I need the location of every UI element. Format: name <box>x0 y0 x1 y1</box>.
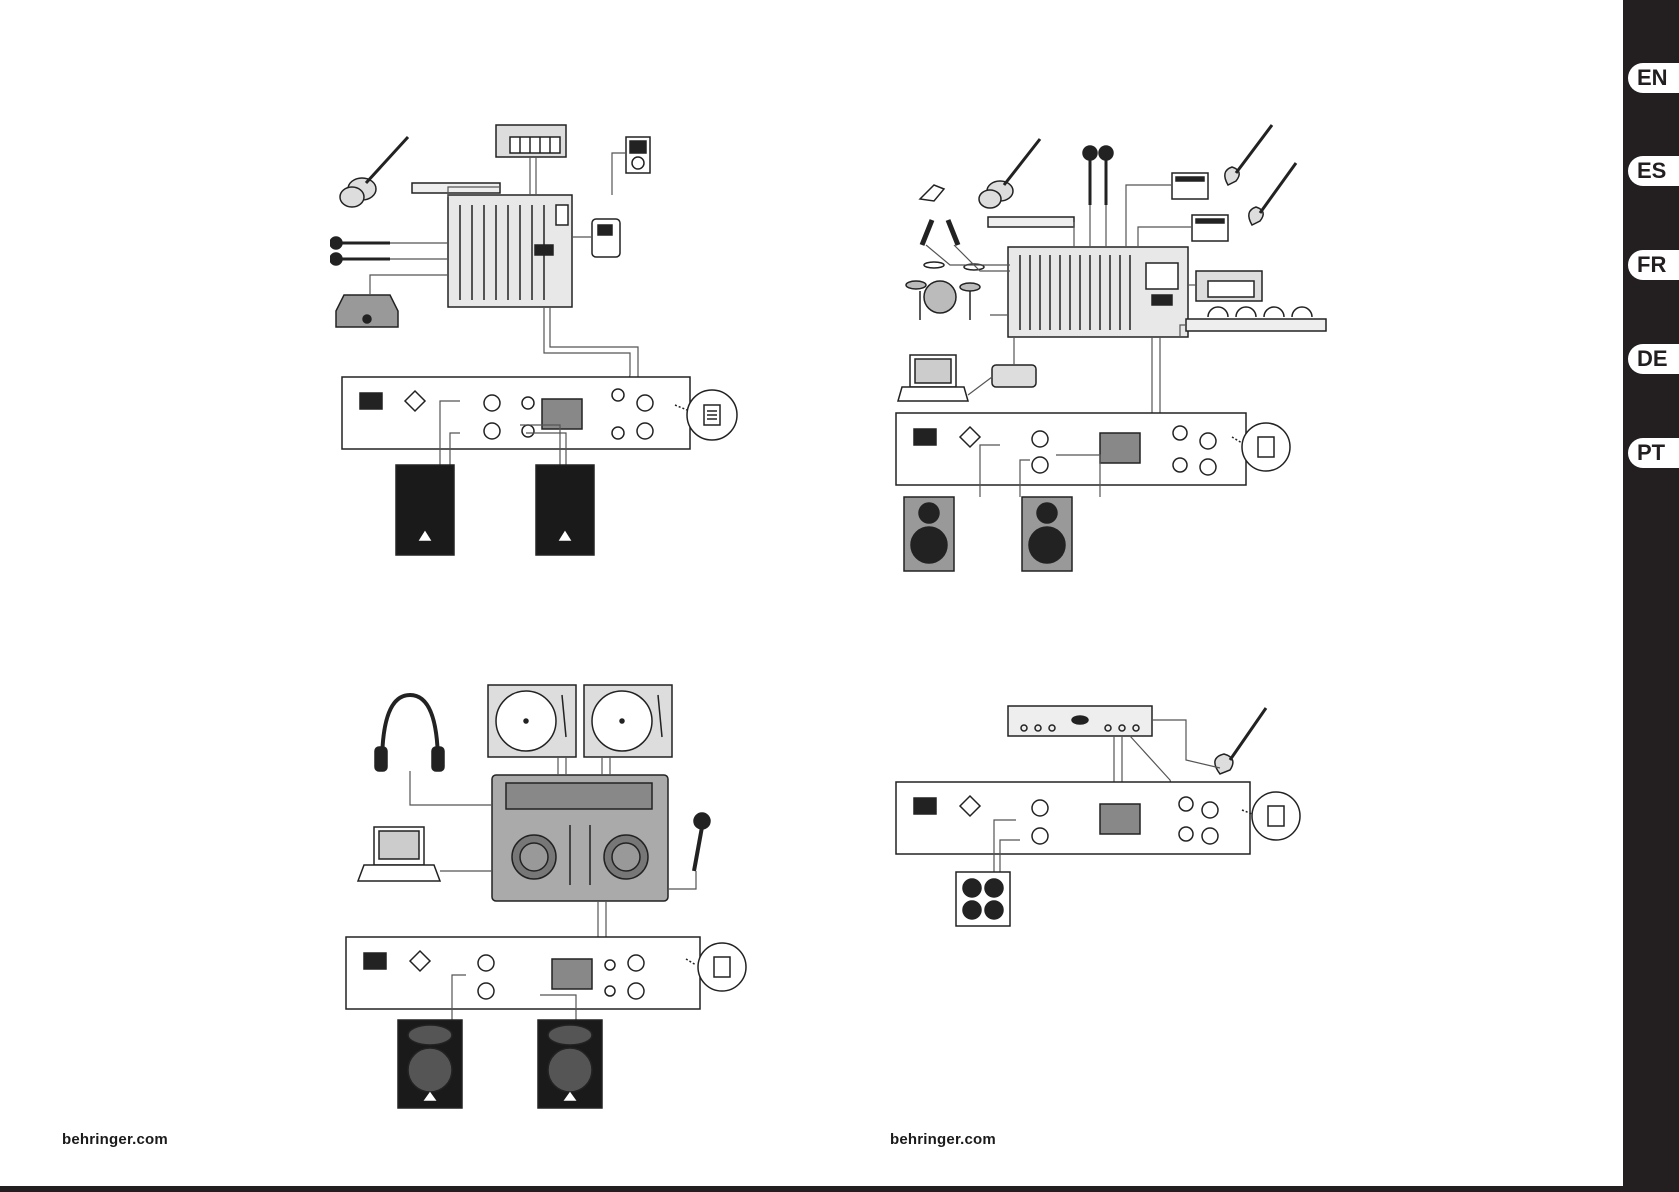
language-tab-label: EN <box>1628 63 1679 93</box>
drum-kit-icon <box>906 262 984 320</box>
microphone-icon <box>1083 146 1097 205</box>
microphone-icon <box>330 237 390 249</box>
guitar-amp-icon <box>1192 215 1228 241</box>
headphones-icon <box>375 695 444 771</box>
mixer-setup-diagram <box>330 115 800 590</box>
usb-interface-icon <box>992 365 1036 387</box>
electric-guitar-icon <box>1249 163 1296 225</box>
monitor-speaker-icon <box>904 497 954 571</box>
acoustic-guitar-icon <box>979 139 1040 208</box>
acoustic-guitar-icon <box>340 137 408 207</box>
speaker-icon <box>536 465 594 555</box>
microphone-icon <box>922 220 932 245</box>
microphone-icon <box>330 253 390 265</box>
language-tab-pt[interactable]: PT <box>1628 438 1679 468</box>
power-amplifier-icon <box>342 377 690 449</box>
dj-controller-icon <box>492 775 668 901</box>
power-amplifier-icon <box>896 782 1250 854</box>
footer-brand-left: behringer.com <box>62 1131 168 1148</box>
mixer-icon <box>1008 247 1188 337</box>
band-setup-diagram <box>890 115 1330 620</box>
microphone-icon <box>948 220 958 245</box>
speaker-cabinet-icon <box>956 872 1010 926</box>
usb-interface-icon <box>592 219 620 257</box>
language-tab-label: FR <box>1628 250 1679 280</box>
speaker-icon <box>398 1020 462 1108</box>
speaker-icon <box>396 465 454 555</box>
laptop-icon <box>898 355 968 401</box>
amp-box-icon <box>336 295 398 327</box>
power-amplifier-icon <box>346 937 700 1009</box>
di-box-icon <box>988 217 1074 227</box>
effects-processor-icon <box>1008 706 1152 736</box>
mp3-player-icon <box>626 137 650 173</box>
speaker-icon <box>538 1020 602 1108</box>
guitar-amp-icon <box>1172 173 1208 199</box>
language-tab-de[interactable]: DE <box>1628 344 1679 374</box>
keyboard-icon <box>1196 271 1262 301</box>
language-tab-en[interactable]: EN <box>1628 63 1679 93</box>
language-tab-label: PT <box>1628 438 1679 468</box>
di-box-icon <box>412 183 500 193</box>
turntable-icon <box>584 685 672 757</box>
language-tab-label: DE <box>1628 344 1679 374</box>
laptop-icon <box>358 827 440 881</box>
language-tab-fr[interactable]: FR <box>1628 250 1679 280</box>
bottom-rule <box>0 1186 1623 1192</box>
monitor-speaker-icon <box>1022 497 1072 571</box>
microphone-icon <box>694 813 710 871</box>
electric-guitar-icon <box>1225 125 1272 185</box>
electric-guitar-icon <box>1215 708 1266 774</box>
headphone-amplifier-icon <box>1186 307 1326 331</box>
keyboard-icon <box>496 125 566 157</box>
mixer-icon <box>448 195 572 307</box>
microphone-icon <box>1099 146 1113 205</box>
hand-icon <box>920 185 944 201</box>
power-amplifier-icon <box>896 413 1246 485</box>
footer-brand-right: behringer.com <box>890 1131 996 1148</box>
language-tab-es[interactable]: ES <box>1628 156 1679 186</box>
language-tab-label: ES <box>1628 156 1679 186</box>
instrument-setup-diagram <box>890 700 1330 940</box>
turntable-icon <box>488 685 576 757</box>
dj-setup-diagram <box>340 675 800 1120</box>
